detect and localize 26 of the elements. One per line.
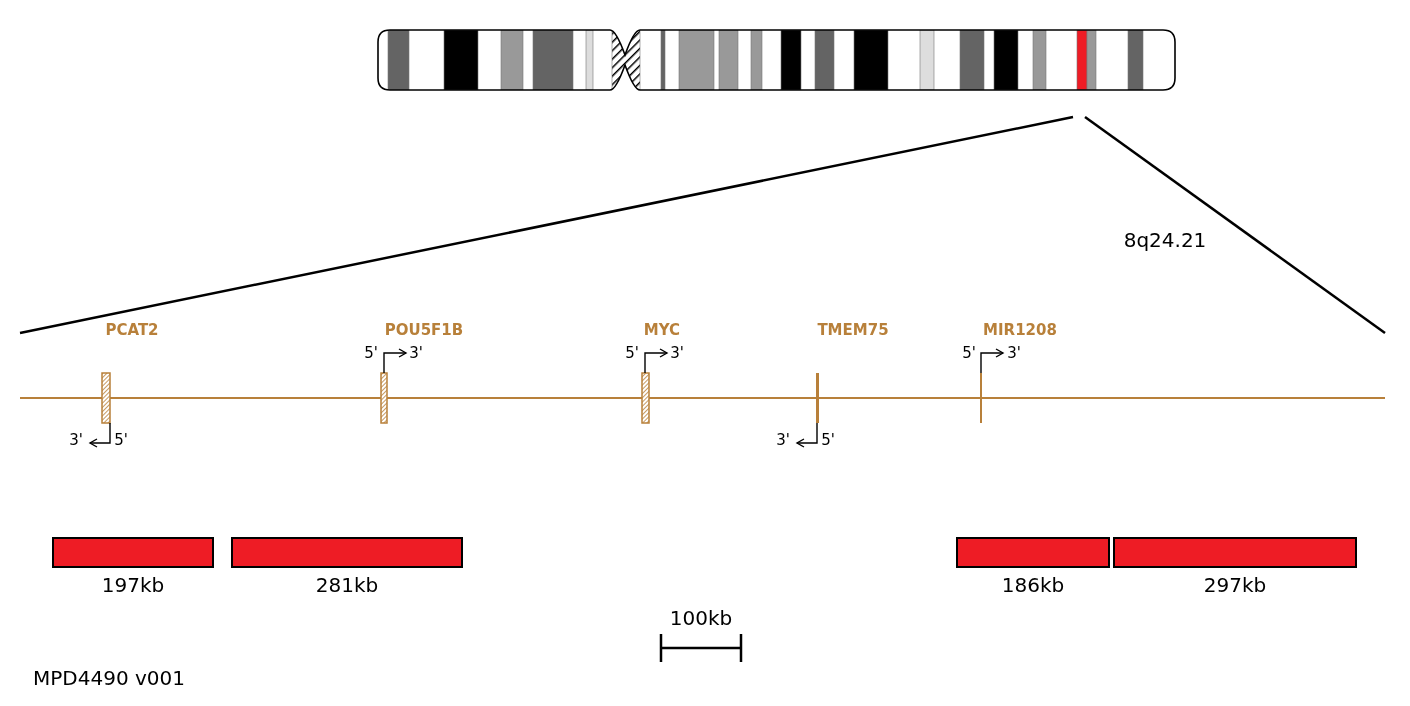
strand-label: 5' (625, 345, 639, 361)
strand-label: 5' (962, 345, 976, 361)
gene-label: MYC (643, 322, 681, 338)
figure-id: MPD4490 v001 (33, 668, 185, 688)
strand-label: 3' (69, 432, 83, 448)
strand-label: 3' (1007, 345, 1021, 361)
deletion-bar (956, 537, 1110, 568)
strand-label: 5' (821, 432, 835, 448)
deletion-bar (1113, 537, 1357, 568)
strand-label: 3' (409, 345, 423, 361)
size-label: 281kb (315, 575, 379, 595)
deletion-bar (52, 537, 214, 568)
deletion-bar (231, 537, 463, 568)
band-label: 8q24.21 (1123, 230, 1207, 250)
strand-label: 5' (114, 432, 128, 448)
gene-label: PCAT2 (105, 322, 159, 338)
gene-label: TMEM75 (817, 322, 889, 338)
size-label: 297kb (1203, 575, 1267, 595)
size-label: 186kb (1001, 575, 1065, 595)
strand-label: 5' (364, 345, 378, 361)
scale-label: 100kb (669, 608, 733, 628)
gene-label: MIR1208 (983, 322, 1057, 338)
size-label: 197kb (101, 575, 165, 595)
gene-label: POU5F1B (384, 322, 464, 338)
strand-label: 3' (776, 432, 790, 448)
strand-label: 3' (670, 345, 684, 361)
